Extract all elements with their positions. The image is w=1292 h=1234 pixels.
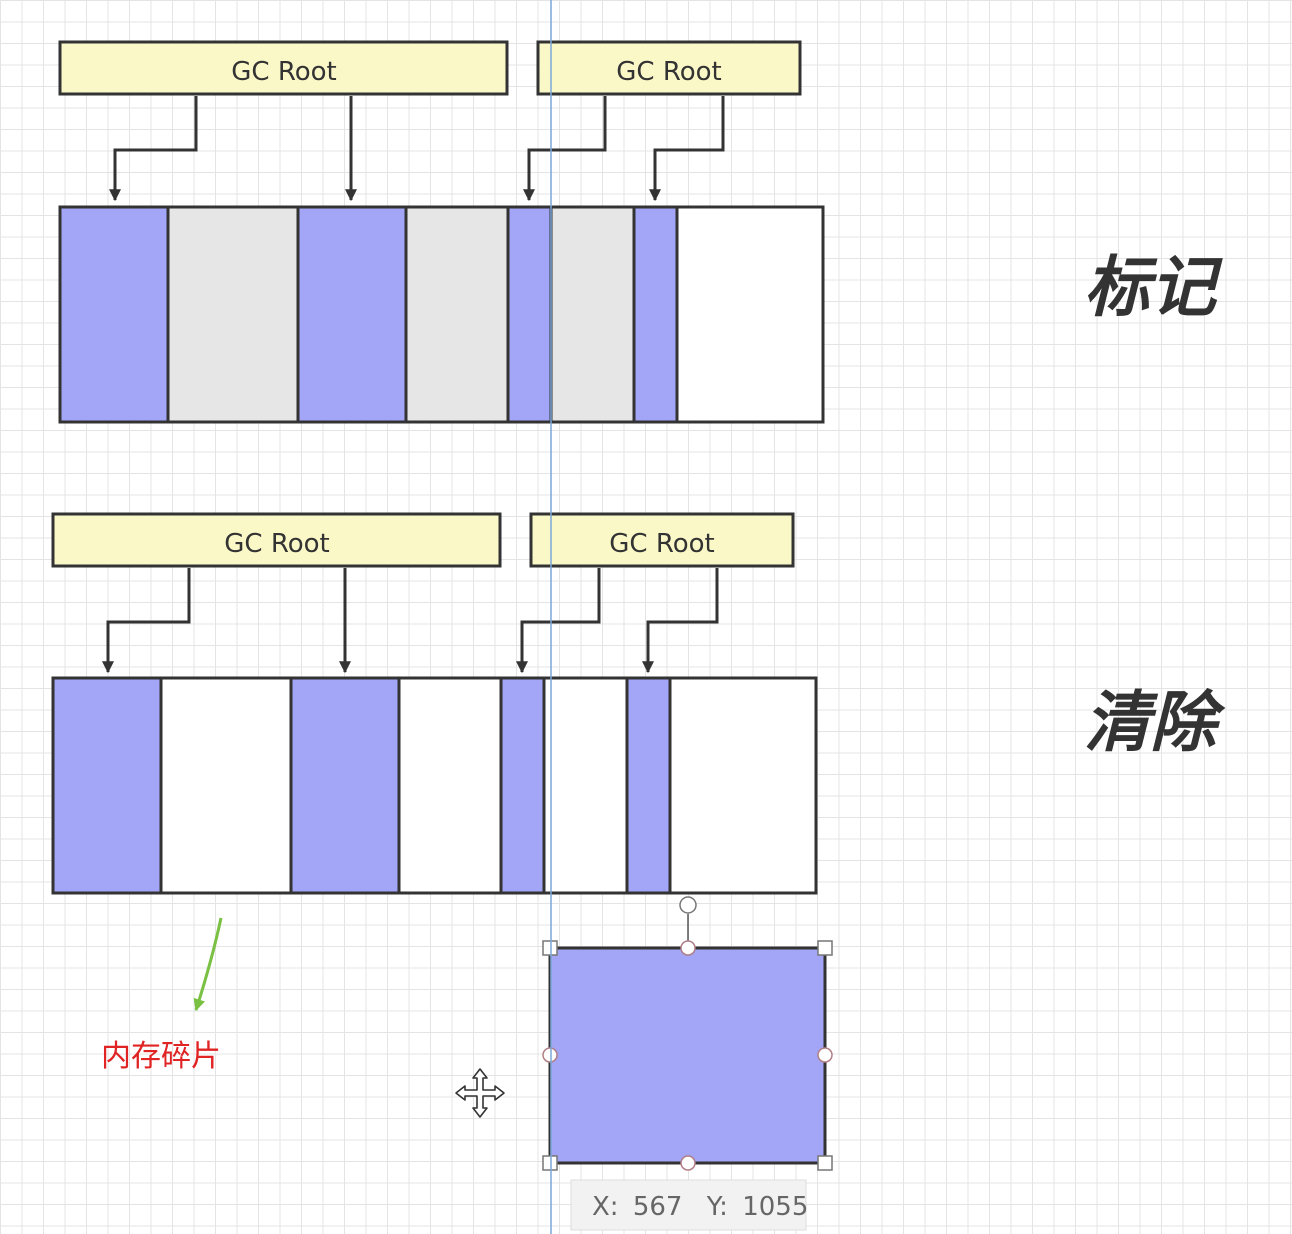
reference-arrow — [516, 568, 601, 674]
selected-block[interactable] — [542, 896, 833, 1171]
stage-title-mark: 标记 — [1084, 249, 1223, 326]
coord-y-value: 1055 — [742, 1192, 808, 1222]
resize-handle[interactable] — [817, 1155, 833, 1171]
coordinate-tooltip: X: 567 Y: 1055 — [570, 1179, 808, 1231]
resize-handle[interactable] — [680, 1155, 696, 1171]
reference-arrow — [649, 96, 725, 202]
memory-block-live[interactable] — [51, 676, 163, 895]
gc-root-label: GC Root — [609, 529, 714, 559]
gc-root-box[interactable]: GC Root — [536, 40, 802, 96]
memory-block-garbage[interactable] — [549, 205, 636, 424]
sweep-stage: GC Root GC Root 清除 — [51, 512, 1226, 895]
resize-handle[interactable] — [680, 940, 696, 956]
memory-block-live[interactable] — [625, 676, 672, 895]
fragmentation-annotation: 内存碎片 — [101, 917, 223, 1074]
memory-block-live[interactable] — [289, 676, 401, 895]
gc-root-box[interactable]: GC Root — [58, 40, 509, 96]
resize-handle[interactable] — [542, 1155, 558, 1171]
memory-block-live[interactable] — [632, 205, 679, 424]
coord-x-value: 567 — [633, 1192, 683, 1222]
rotate-handle[interactable] — [679, 896, 697, 914]
memory-block-free[interactable] — [668, 676, 818, 895]
memory-block-free[interactable] — [159, 676, 293, 895]
reference-arrow — [102, 568, 191, 674]
annotation-arrow — [193, 917, 223, 1012]
memory-block-live[interactable] — [296, 205, 408, 424]
mark-stage: GC Root GC Root 标记 — [58, 40, 1223, 424]
memory-block-free[interactable] — [542, 676, 629, 895]
memory-block-free[interactable] — [675, 205, 825, 424]
reference-arrow — [523, 96, 607, 202]
gc-root-label: GC Root — [231, 57, 336, 87]
gc-root-box[interactable]: GC Root — [529, 512, 795, 568]
resize-handle[interactable] — [542, 940, 558, 956]
resize-handle[interactable] — [817, 940, 833, 956]
memory-row-sweep — [51, 676, 818, 895]
reference-arrow — [642, 568, 719, 674]
memory-block-live[interactable] — [58, 205, 170, 424]
fragmentation-label: 内存碎片 — [101, 1039, 221, 1074]
resize-handle[interactable] — [542, 1047, 558, 1063]
memory-block-garbage[interactable] — [166, 205, 300, 424]
stage-title-sweep: 清除 — [1084, 684, 1226, 761]
memory-block-live[interactable] — [499, 676, 546, 895]
gc-root-box[interactable]: GC Root — [51, 512, 502, 568]
reference-arrow — [109, 96, 198, 202]
move-cursor-icon — [455, 1068, 505, 1118]
coord-x-label: X: — [592, 1192, 619, 1222]
memory-block-live[interactable] — [506, 205, 553, 424]
memory-row-mark — [58, 205, 825, 424]
gc-root-label: GC Root — [224, 529, 329, 559]
resize-handle[interactable] — [817, 1047, 833, 1063]
gc-root-label: GC Root — [616, 57, 721, 87]
memory-block-garbage[interactable] — [404, 205, 510, 424]
svg-text:X: 567 Y: 10: X: 567 Y: 1055 — [592, 1192, 808, 1222]
memory-block-free[interactable] — [397, 676, 503, 895]
coord-y-label: Y: — [706, 1192, 728, 1222]
